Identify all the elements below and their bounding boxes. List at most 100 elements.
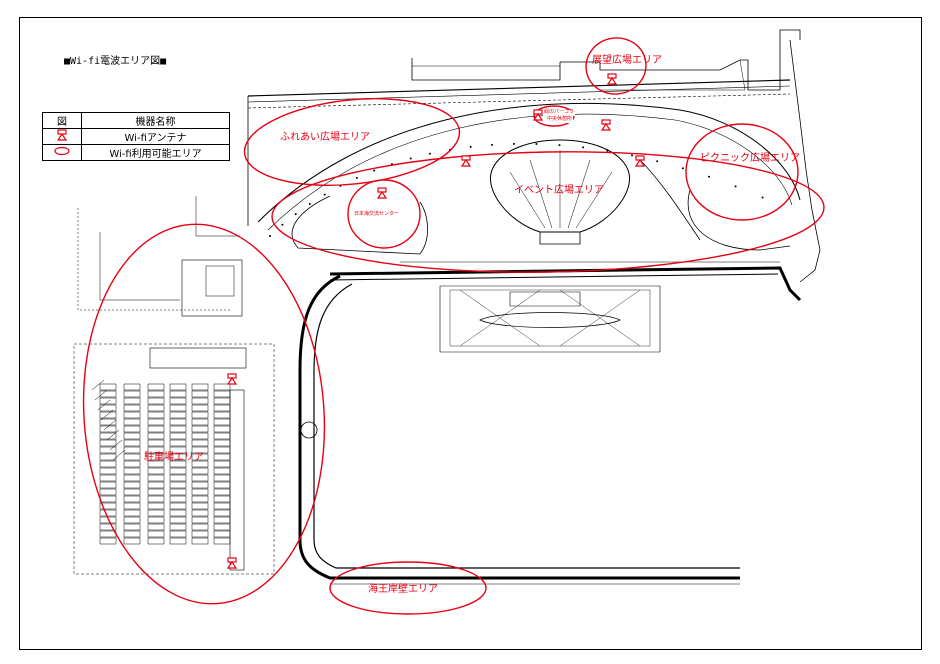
parking-stall bbox=[123, 390, 141, 398]
parking-stall bbox=[169, 390, 187, 398]
parking-stall bbox=[99, 488, 117, 496]
parking-stall bbox=[169, 523, 187, 531]
parking-stall bbox=[169, 488, 187, 496]
parking-stall bbox=[191, 390, 209, 398]
legend-area-label: Wi-fi利用可能エリア bbox=[81, 144, 230, 161]
tree bbox=[308, 203, 311, 205]
parking-stall bbox=[191, 516, 209, 524]
legend-antenna-label: Wi-fiアンテナ bbox=[81, 128, 230, 145]
parking-stall bbox=[123, 383, 141, 391]
parking-stall bbox=[213, 439, 231, 447]
tree bbox=[631, 154, 633, 157]
antenna-icon bbox=[606, 70, 618, 89]
parking-stall bbox=[123, 474, 141, 482]
building-label-hijiki2: 中央休憩所 bbox=[546, 116, 574, 123]
parking-stall bbox=[123, 411, 141, 419]
parking-stall bbox=[99, 453, 117, 461]
area-nihonkai-outline bbox=[347, 179, 421, 249]
tree bbox=[294, 213, 297, 216]
building-label-nihonkai: 日本海交流センター bbox=[353, 211, 401, 218]
tree bbox=[535, 143, 538, 145]
parking-stall bbox=[147, 474, 165, 482]
parking-stall bbox=[191, 523, 209, 531]
parking-stall bbox=[147, 397, 165, 405]
diagonal-stall bbox=[109, 439, 123, 451]
parking-stall bbox=[191, 404, 209, 412]
parking-stall bbox=[147, 453, 165, 461]
parking-stall bbox=[147, 446, 165, 454]
parking-stall bbox=[147, 502, 165, 510]
parking-stall bbox=[123, 488, 141, 496]
tree bbox=[734, 185, 737, 188]
parking-stall bbox=[169, 432, 187, 440]
parking-stall bbox=[147, 467, 165, 475]
parking-stall bbox=[213, 502, 231, 510]
parking-stall bbox=[147, 418, 165, 426]
parking-stall bbox=[147, 390, 165, 398]
parking-stall bbox=[213, 495, 231, 503]
diagonal-stall bbox=[94, 389, 108, 401]
parking-stall bbox=[169, 474, 187, 482]
page-frame bbox=[19, 17, 922, 650]
antenna-icon bbox=[634, 152, 646, 171]
tree bbox=[761, 196, 764, 199]
area-label-fureai: ふれあい広場エリア bbox=[280, 132, 370, 143]
tree bbox=[281, 223, 284, 226]
parking-stall bbox=[213, 516, 231, 524]
parking-stall bbox=[169, 530, 187, 538]
area-label-picnic: ピクニック広場エリア bbox=[700, 153, 800, 164]
parking-stall bbox=[123, 418, 141, 426]
area-label-kaio: 海王岸壁エリア bbox=[368, 584, 438, 595]
building-label-hijiki: 緑のパーゴラ bbox=[543, 109, 576, 116]
tree bbox=[582, 146, 585, 149]
parking-stall bbox=[169, 439, 187, 447]
parking-stall bbox=[99, 390, 117, 398]
parking-stall bbox=[169, 418, 187, 426]
parking-stall bbox=[99, 439, 117, 447]
tree bbox=[373, 169, 376, 172]
parking-stall bbox=[213, 523, 231, 531]
parking-stall bbox=[147, 495, 165, 503]
parking-stall bbox=[213, 488, 231, 496]
parking-stall bbox=[147, 509, 165, 517]
parking-stall bbox=[191, 502, 209, 510]
area-label-tenbo: 展望広場エリア bbox=[592, 55, 662, 66]
antenna-icon bbox=[600, 116, 612, 135]
parking-stall bbox=[169, 495, 187, 503]
area-kaio-outline bbox=[329, 561, 487, 615]
parking-stall bbox=[213, 530, 231, 538]
parking-stall bbox=[123, 439, 141, 447]
diagonal-stall bbox=[91, 379, 105, 391]
parking-stall bbox=[123, 467, 141, 475]
legend-header-name: 機器名称 bbox=[81, 112, 230, 129]
parking-stall bbox=[123, 425, 141, 433]
parking-stall bbox=[213, 418, 231, 426]
parking-stall bbox=[191, 439, 209, 447]
parking-stall bbox=[147, 425, 165, 433]
parking-stall bbox=[191, 397, 209, 405]
parking-stall bbox=[191, 432, 209, 440]
parking-stall bbox=[123, 530, 141, 538]
parking-stall bbox=[99, 523, 117, 531]
area-event-outline bbox=[271, 151, 825, 273]
parking-stall bbox=[99, 383, 117, 391]
parking-stall bbox=[213, 460, 231, 468]
parking-stall bbox=[213, 390, 231, 398]
parking-stall bbox=[147, 439, 165, 447]
parking-stall bbox=[123, 537, 141, 545]
parking-stall bbox=[169, 383, 187, 391]
parking-stall bbox=[213, 481, 231, 489]
parking-stall bbox=[99, 460, 117, 468]
tree bbox=[681, 167, 684, 170]
tree bbox=[269, 235, 271, 237]
area-fureai-outline bbox=[243, 98, 461, 186]
parking-stall bbox=[147, 432, 165, 440]
parking-stall bbox=[147, 523, 165, 531]
parking-stall bbox=[147, 516, 165, 524]
parking-stall bbox=[191, 530, 209, 538]
antenna-icon bbox=[226, 554, 238, 573]
parking-stall bbox=[99, 474, 117, 482]
parking-stall bbox=[169, 481, 187, 489]
antenna-icon bbox=[56, 129, 68, 141]
parking-stall bbox=[147, 404, 165, 412]
